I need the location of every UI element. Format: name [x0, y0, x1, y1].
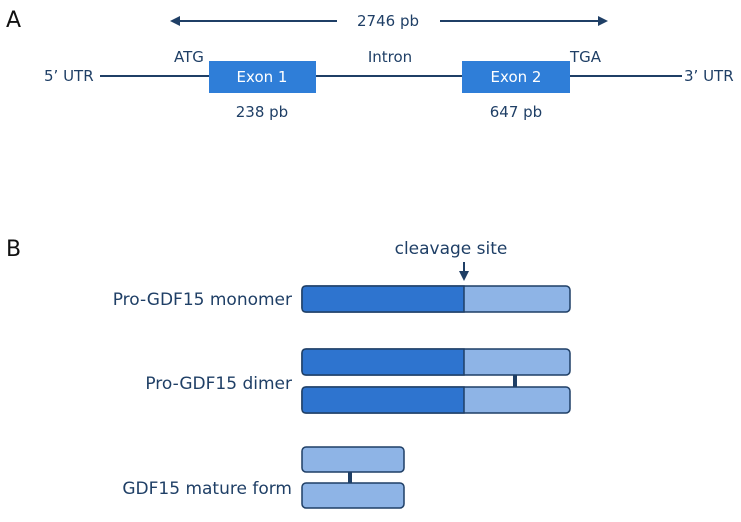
exon-1-size: 238 pb: [236, 103, 288, 121]
cleavage-site-label: cleavage site: [395, 239, 508, 259]
dimer-bottom-pro-domain: [301, 386, 465, 414]
gene-length-label: 2746 pb: [357, 12, 419, 30]
dimer-top-pro-domain: [301, 348, 465, 376]
utr5-label: 5’ UTR: [44, 67, 94, 85]
exon-2-size: 647 pb: [490, 103, 542, 121]
exon-2-label: Exon 2: [491, 68, 542, 86]
monomer-pro-domain: [301, 285, 465, 313]
exon-2-box: [462, 61, 570, 93]
mature-disulfide-bond: [348, 472, 352, 483]
dimer-disulfide-bond: [513, 375, 517, 387]
mature-top-domain: [301, 446, 405, 473]
intron-label: Intron: [368, 48, 412, 66]
monomer-label: Pro-GDF15 monomer: [113, 290, 292, 310]
exon-1-box: [209, 61, 316, 93]
start-codon-label: ATG: [174, 48, 204, 66]
exon-1-label: Exon 1: [237, 68, 288, 86]
mature-bottom-domain: [301, 482, 405, 509]
panel-a-label: A: [6, 8, 21, 33]
panel-b-label: B: [6, 237, 21, 262]
utr3-label: 3’ UTR: [684, 67, 734, 85]
dimer-label: Pro-GDF15 dimer: [145, 374, 292, 394]
stop-codon-label: TGA: [569, 48, 602, 66]
mature-form-label: GDF15 mature form: [122, 479, 292, 499]
